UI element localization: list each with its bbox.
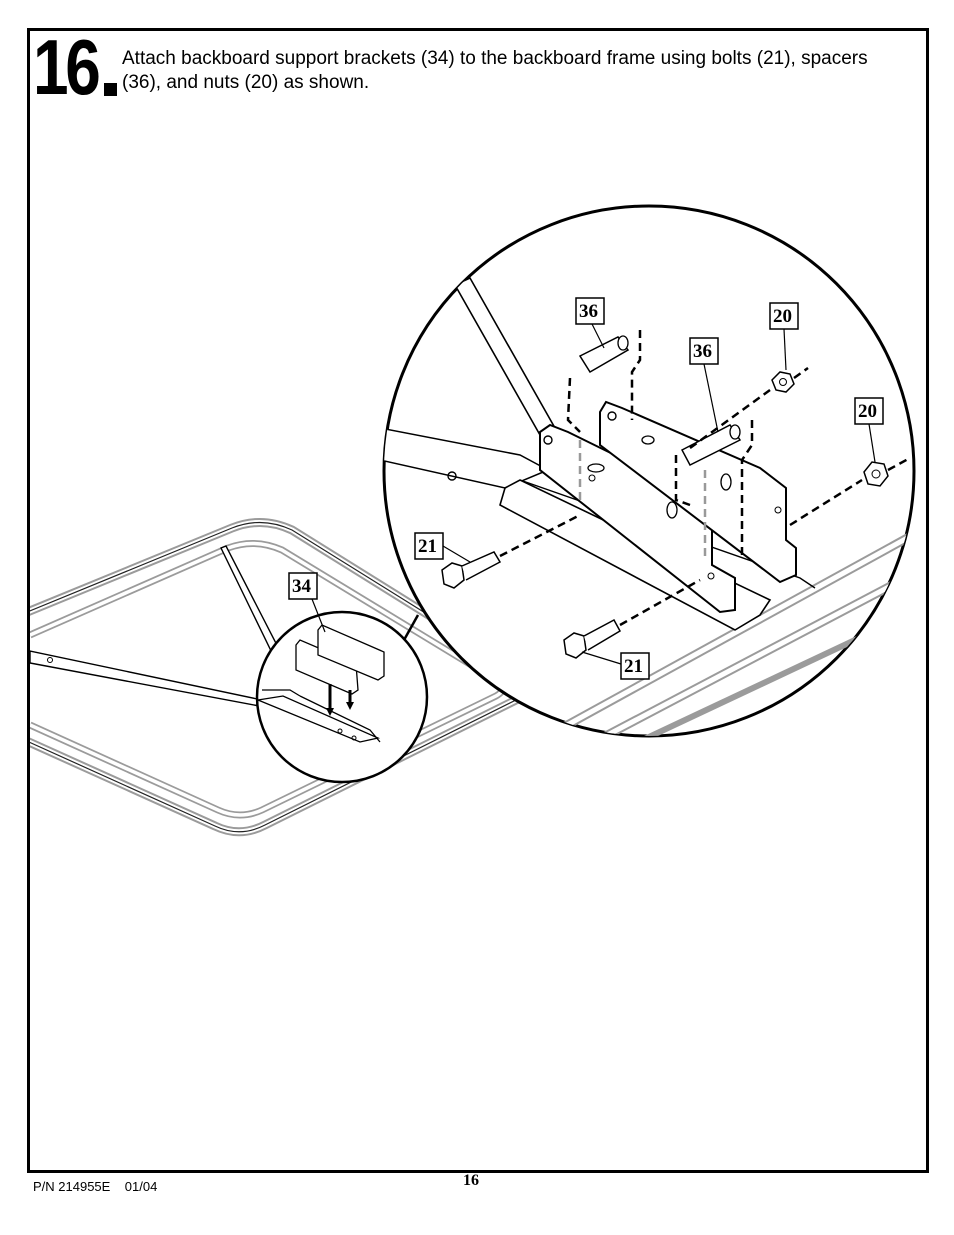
part-number: P/N 214955E 01/04 [33,1179,158,1194]
step-instruction: Attach backboard support brackets (34) t… [122,48,868,93]
svg-text:36: 36 [579,301,598,322]
callout-21-bottom: 21 [581,651,650,680]
svg-text:36: 36 [693,341,712,362]
step-number: 16 [33,23,101,111]
callout-21-left: 21 [414,532,471,563]
svg-text:20: 20 [773,306,792,327]
callout-20-right: 20 [854,397,884,463]
svg-text:34: 34 [292,576,312,597]
callout-36-left: 36 [575,297,605,349]
step-number-dot [104,83,117,96]
callout-34: 34 [288,572,326,633]
callout-20-top: 20 [769,302,799,371]
callout-connector [402,614,420,641]
detail-circle-large [382,204,916,738]
svg-text:21: 21 [624,656,643,677]
page-border [27,28,929,1173]
svg-text:20: 20 [858,401,877,422]
callout-36-right: 36 [689,337,719,433]
page-number: 16 [463,1172,479,1189]
detail-circle-small [255,610,429,784]
svg-text:21: 21 [418,536,437,557]
